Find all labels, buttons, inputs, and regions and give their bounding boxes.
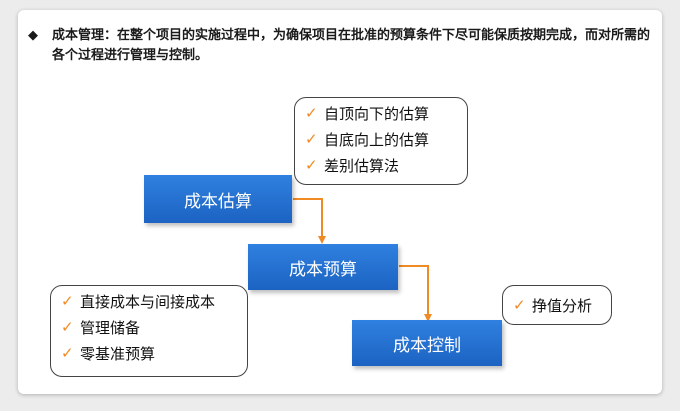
check-icon: ✓	[305, 130, 318, 148]
check-icon: ✓	[305, 156, 318, 174]
list-item-label: 零基准预算	[80, 344, 156, 363]
list-item-label: 差别估算法	[324, 156, 400, 175]
control-methods-box: ✓ 挣值分析	[502, 285, 612, 325]
stage-cost-estimate: 成本估算	[144, 175, 292, 223]
check-icon: ✓	[61, 318, 74, 336]
list-item-label: 自顶向下的估算	[324, 104, 430, 123]
intro-paragraph: ◆ 成本管理：在整个项目的实施过程中，为确保项目在批准的预算条件下尽可能保质按期…	[28, 26, 660, 66]
list-item-label: 管理储备	[80, 318, 141, 337]
stage-cost-estimate-label: 成本估算	[184, 191, 252, 212]
budget-methods-box: ✓ 直接成本与间接成本 ✓ 管理储备 ✓ 零基准预算	[50, 285, 248, 377]
list-item: ✓ 自顶向下的估算	[305, 100, 457, 126]
list-item-label: 挣值分析	[532, 296, 593, 315]
arrow-budget-to-control	[399, 265, 432, 322]
check-icon: ✓	[61, 344, 74, 362]
diamond-bullet-icon: ◆	[28, 28, 38, 43]
intro-text: 成本管理：在整个项目的实施过程中，为确保项目在批准的预算条件下尽可能保质按期完成…	[52, 28, 651, 63]
list-item: ✓ 挣值分析	[513, 292, 592, 318]
list-item: ✓ 差别估算法	[305, 152, 457, 178]
stage-cost-budget-label: 成本预算	[289, 259, 357, 280]
stage-cost-control-label: 成本控制	[393, 335, 461, 356]
arrow-estimate-to-budget	[293, 198, 326, 244]
list-item: ✓ 直接成本与间接成本	[61, 288, 237, 314]
list-item: ✓ 管理储备	[61, 314, 237, 340]
list-item: ✓ 自底向上的估算	[305, 126, 457, 152]
list-item-label: 直接成本与间接成本	[80, 292, 216, 311]
stage-cost-budget: 成本预算	[248, 244, 398, 290]
estimate-methods-box: ✓ 自顶向下的估算 ✓ 自底向上的估算 ✓ 差别估算法	[294, 97, 468, 185]
list-item: ✓ 零基准预算	[61, 340, 237, 366]
list-item-label: 自底向上的估算	[324, 130, 430, 149]
check-icon: ✓	[61, 292, 74, 310]
check-icon: ✓	[513, 296, 526, 314]
stage-cost-control: 成本控制	[352, 320, 502, 366]
check-icon: ✓	[305, 104, 318, 122]
